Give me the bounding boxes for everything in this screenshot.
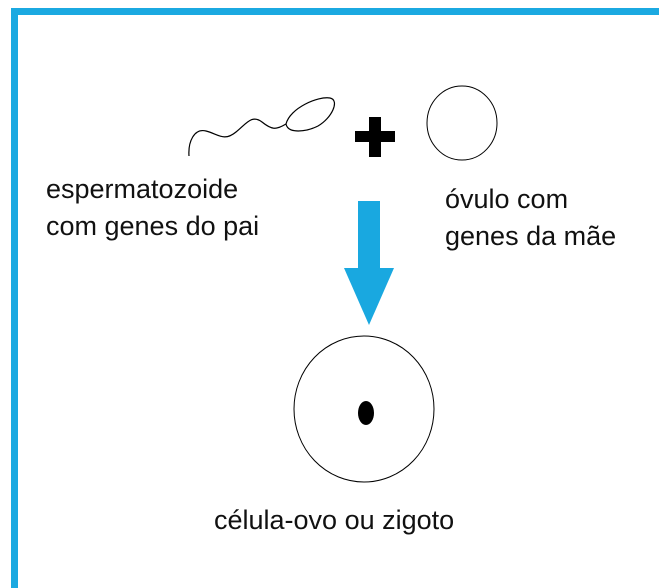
sperm-head (285, 97, 335, 132)
ovum-label: óvulo com genes da mãe (445, 181, 616, 255)
plus-icon (355, 117, 395, 157)
zygote-nucleus (358, 401, 374, 425)
zygote-label: célula-ovo ou zigoto (214, 505, 455, 535)
arrow-down-icon (344, 201, 394, 325)
sperm-label: espermatozoide com genes do pai (46, 171, 259, 245)
sperm-tail (188, 118, 287, 157)
ovum-circle (426, 85, 498, 161)
sperm-label-line-2: com genes do pai (46, 211, 260, 241)
sperm-label-line-1: espermatozoide (46, 174, 239, 204)
diagram-frame (11, 8, 659, 588)
ovum-label-line-2: genes da mãe (445, 221, 617, 251)
zygote-circle (293, 335, 435, 483)
ovum-label-line-1: óvulo com (445, 184, 569, 214)
